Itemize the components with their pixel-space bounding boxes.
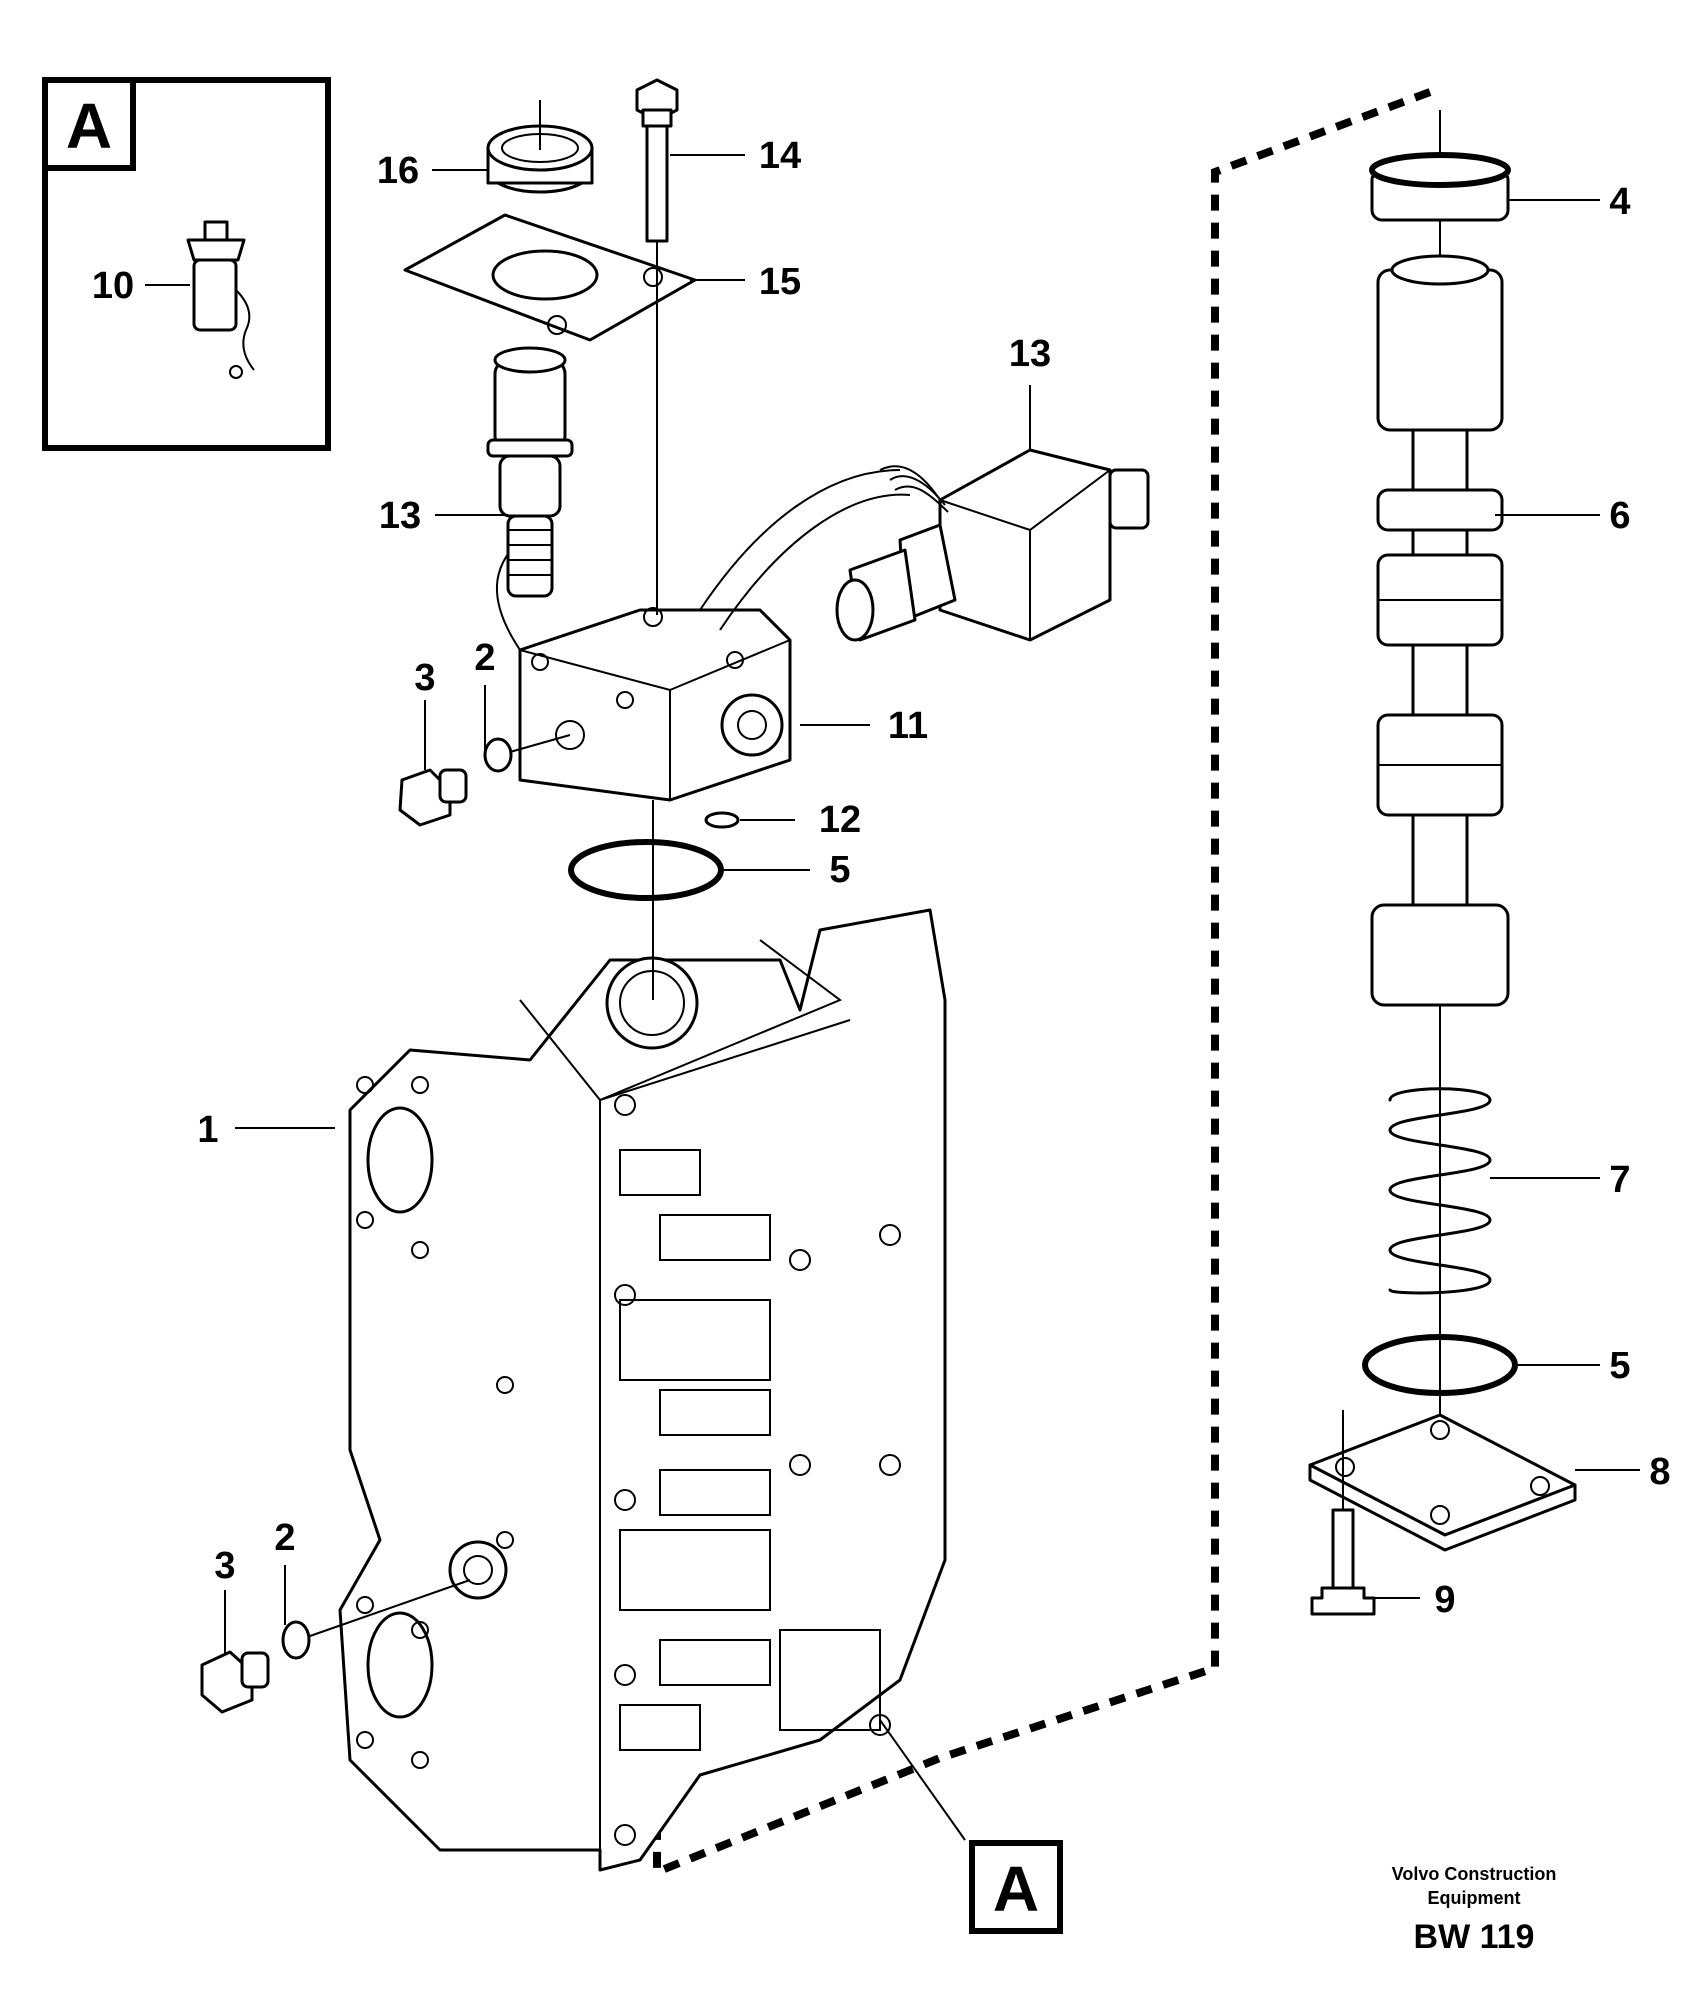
callout-2-upper: 2 xyxy=(474,637,495,679)
callout-labels: 1 2 2 3 3 4 5 5 6 7 8 9 10 11 12 13 13 1… xyxy=(92,135,1671,1621)
spool-stack xyxy=(1369,110,1511,1460)
callout-4: 4 xyxy=(1609,181,1630,223)
callout-8: 8 xyxy=(1649,1451,1670,1493)
detail-a-inset: A xyxy=(42,77,331,451)
callout-3-lower: 3 xyxy=(214,1545,235,1587)
cover-plate xyxy=(1308,1413,1577,1552)
callout-16: 16 xyxy=(377,150,419,192)
callout-5-right: 5 xyxy=(1609,1345,1630,1387)
callout-12: 12 xyxy=(819,799,861,841)
plug-upper xyxy=(398,734,571,827)
callout-6: 6 xyxy=(1609,495,1630,537)
valve-block xyxy=(495,469,911,802)
leader-lines xyxy=(145,154,1640,1655)
test-nipple-part xyxy=(186,220,255,379)
callout-2-lower: 2 xyxy=(274,1517,295,1559)
o-ring-left xyxy=(568,839,724,901)
detail-a-letter: A xyxy=(66,90,112,162)
callout-9: 9 xyxy=(1434,1579,1455,1621)
callout-1: 1 xyxy=(197,1109,218,1151)
screw-part xyxy=(1310,1410,1376,1616)
reference-a-letter: A xyxy=(993,1853,1039,1925)
callout-7: 7 xyxy=(1609,1159,1630,1201)
brand-line-2: Equipment xyxy=(1428,1888,1521,1908)
solenoid-valve xyxy=(835,448,1150,642)
callout-10: 10 xyxy=(92,265,134,307)
plug-lower xyxy=(200,1579,471,1714)
callout-14: 14 xyxy=(759,135,801,177)
callout-13-left: 13 xyxy=(379,495,421,537)
brand-line-1: Volvo Construction xyxy=(1392,1864,1557,1884)
callout-15: 15 xyxy=(759,261,801,303)
drawing-code: BW 119 xyxy=(1414,1918,1535,1956)
pressure-sensor xyxy=(486,346,574,598)
flange-plate xyxy=(403,213,697,342)
callout-3-upper: 3 xyxy=(414,657,435,699)
valve-housing xyxy=(338,908,947,1872)
callout-11: 11 xyxy=(888,705,928,747)
bolt-part xyxy=(635,78,679,243)
small-o-ring xyxy=(704,811,740,829)
footer: Volvo Construction Equipment BW 119 xyxy=(1392,1864,1557,1956)
callout-13-right: 13 xyxy=(1009,333,1051,375)
callout-5-left: 5 xyxy=(829,849,850,891)
spring-part xyxy=(1388,1087,1492,1295)
